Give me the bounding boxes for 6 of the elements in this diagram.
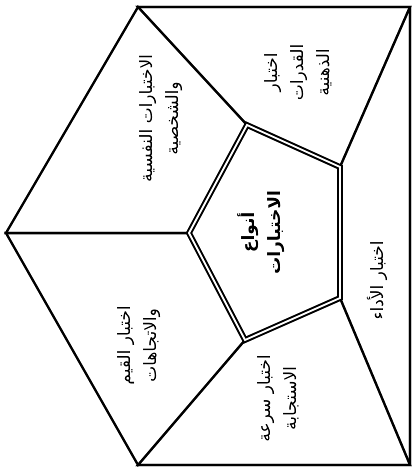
segment-label: اختبار سرعة الاستجابة [254,353,302,444]
segment-label: الاختبارات النفسية والشخصية [136,53,184,184]
center-label: أنواع الاختبارات [236,189,286,276]
segment-label: اختبار القيم والاتجاهات [114,304,162,387]
segment-label: اختبار القدرات الذهنية [261,42,335,102]
segment-label: اختبار الأداء [366,240,389,322]
